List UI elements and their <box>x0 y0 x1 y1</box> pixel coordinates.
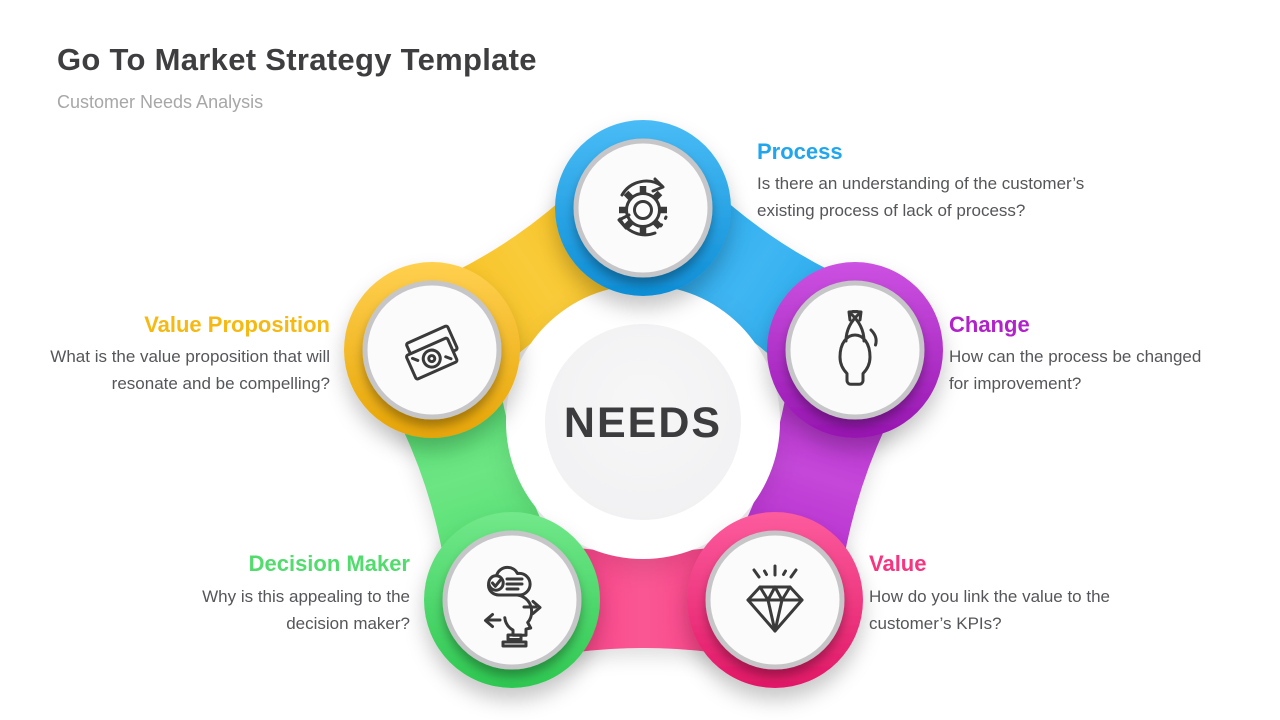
diamond-icon <box>746 564 804 633</box>
item-label-process: Process <box>757 139 843 164</box>
change-inner-circle <box>785 280 925 420</box>
decision-maker-inner-circle <box>442 530 582 670</box>
page-subtitle: Customer Needs Analysis <box>57 92 264 112</box>
item-label-change: Change <box>949 312 1030 337</box>
money-banknotes-icon <box>405 324 459 381</box>
center-needs-label: NEEDS <box>564 399 722 447</box>
mind-change-arrows-icon <box>838 310 878 386</box>
item-label-value: Value <box>869 551 927 576</box>
value-proposition-node <box>344 262 520 438</box>
item-label-value-proposition: Value Proposition <box>144 312 330 337</box>
item-description-decision-maker: Why is this appealing to the decision ma… <box>202 587 410 633</box>
process-inner-circle <box>573 138 713 278</box>
item-description-value-proposition: What is the value proposition that will … <box>50 347 330 393</box>
item-label-decision-maker: Decision Maker <box>248 551 410 576</box>
page-title: Go To Market Strategy Template <box>57 42 537 77</box>
item-description-change: How can the process be changed for impro… <box>949 347 1202 393</box>
change-node <box>767 262 943 438</box>
item-description-process: Is there an understanding of the custome… <box>757 174 1085 220</box>
process-cycle-gear-icon <box>617 177 668 237</box>
process-node <box>555 120 731 296</box>
value-node <box>687 512 863 688</box>
center-needs-circle <box>545 324 741 520</box>
decision-head-arrows-icon <box>484 565 542 648</box>
decision-maker-node <box>424 512 600 688</box>
item-description-value: How do you link the value to the custome… <box>869 587 1110 633</box>
